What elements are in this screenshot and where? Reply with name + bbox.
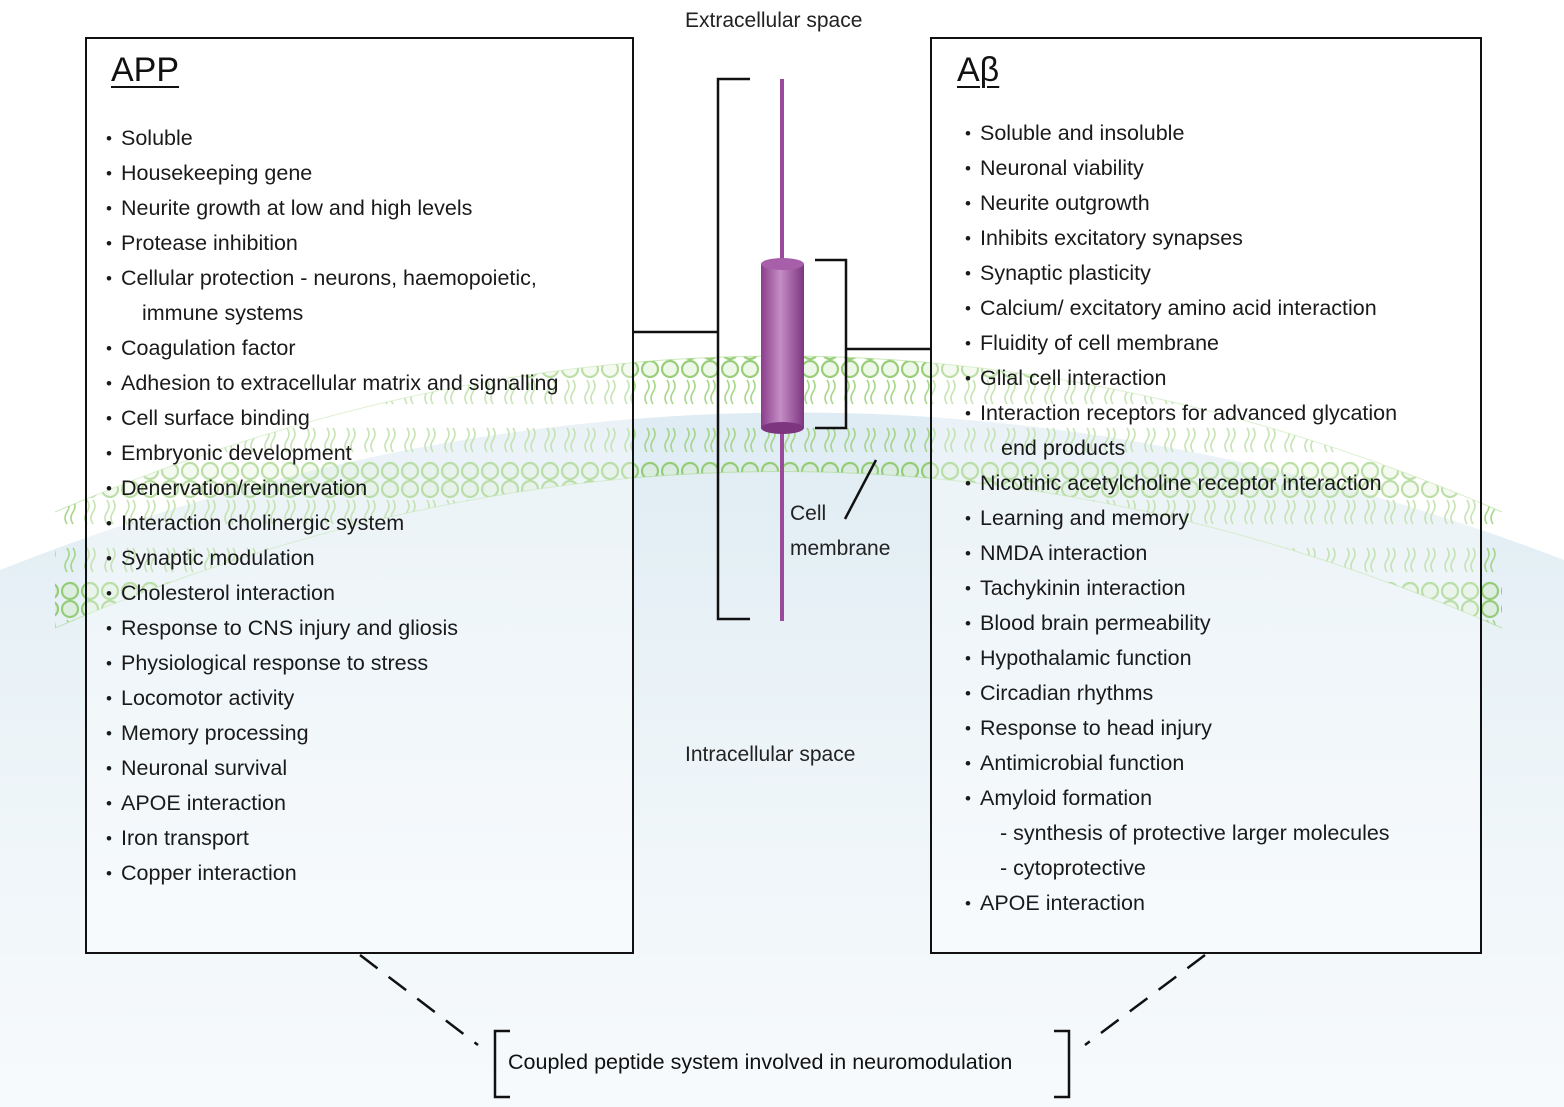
list-item: Neuronal survival [106, 751, 626, 786]
list-item: Blood brain permeability [965, 606, 1474, 641]
list-item: Circadian rhythms [965, 676, 1474, 711]
list-item: Denervation/reinnervation [106, 471, 626, 506]
abeta-bracket [815, 258, 848, 430]
list-item: Neurite outgrowth [965, 186, 1474, 221]
list-item: Neurite growth at low and high levels [106, 191, 626, 226]
list-item: Housekeeping gene [106, 156, 626, 191]
list-item: NMDA interaction [965, 536, 1474, 571]
app-panel-title: APP [111, 51, 180, 89]
list-item: Protease inhibition [106, 226, 626, 261]
list-item: APOE interaction [965, 886, 1474, 921]
abeta-panel-title: Aβ [957, 51, 1000, 89]
footer-right-bracket [1054, 1029, 1071, 1099]
list-item: Physiological response to stress [106, 646, 626, 681]
intracellular-label: Intracellular space [685, 743, 856, 766]
list-item: Interaction cholinergic system [106, 506, 626, 541]
list-item: Amyloid formation [965, 781, 1474, 816]
list-subitem: - synthesis of protective larger molecul… [1000, 821, 1390, 845]
abeta-panel: Aβ Soluble and insoluble Neuronal viabil… [930, 37, 1482, 954]
list-item: Cellular protection - neurons, haemopoie… [106, 261, 626, 296]
list-item: Embryonic development [106, 436, 626, 471]
list-item: Soluble [106, 121, 626, 156]
abeta-cylinder [761, 258, 804, 434]
list-item: Nicotinic acetylcholine receptor interac… [965, 466, 1474, 501]
list-item: Hypothalamic function [965, 641, 1474, 676]
abeta-function-list: Soluble and insoluble Neuronal viability… [965, 116, 1474, 921]
list-item: Copper interaction [106, 856, 626, 891]
footer-caption: Coupled peptide system involved in neuro… [508, 1050, 1013, 1074]
list-item: Fluidity of cell membrane [965, 326, 1474, 361]
list-item: Antimicrobial function [965, 746, 1474, 781]
app-bracket [716, 77, 750, 621]
membrane-label-line1: Cell [790, 502, 827, 525]
membrane-pointer [843, 459, 878, 520]
footer-left-bracket [493, 1029, 510, 1099]
list-item: Glial cell interaction [965, 361, 1474, 396]
list-item: Synaptic plasticity [965, 256, 1474, 291]
membrane-label-line2: membrane [790, 537, 891, 560]
app-panel: APP Soluble Housekeeping gene Neurite gr… [85, 37, 634, 954]
list-item: Response to CNS injury and gliosis [106, 611, 626, 646]
list-item: Adhesion to extracellular matrix and sig… [106, 366, 626, 401]
list-item: Iron transport [106, 821, 626, 856]
list-item: Tachykinin interaction [965, 571, 1474, 606]
list-item: Locomotor activity [106, 681, 626, 716]
list-item: Calcium/ excitatory amino acid interacti… [965, 291, 1474, 326]
cell-membrane-label: Cell membrane [790, 496, 890, 566]
list-item: Synaptic modulation [106, 541, 626, 576]
list-item: Cell surface binding [106, 401, 626, 436]
list-item: Cholesterol interaction [106, 576, 626, 611]
list-item: Memory processing [106, 716, 626, 751]
list-item: Response to head injury [965, 711, 1474, 746]
list-item: Learning and memory [965, 501, 1474, 536]
list-item: Neuronal viability [965, 151, 1474, 186]
extracellular-label: Extracellular space [685, 9, 863, 32]
list-item-continuation: end products [1001, 436, 1126, 460]
list-item-continuation: immune systems [142, 301, 304, 325]
list-item: Soluble and insoluble [965, 116, 1474, 151]
list-item: Coagulation factor [106, 331, 626, 366]
app-function-list: Soluble Housekeeping gene Neurite growth… [106, 121, 626, 891]
list-item: APOE interaction [106, 786, 626, 821]
list-item: Interaction receptors for advanced glyca… [965, 396, 1474, 431]
list-item: Inhibits excitatory synapses [965, 221, 1474, 256]
list-subitem: - cytoprotective [1000, 856, 1146, 880]
